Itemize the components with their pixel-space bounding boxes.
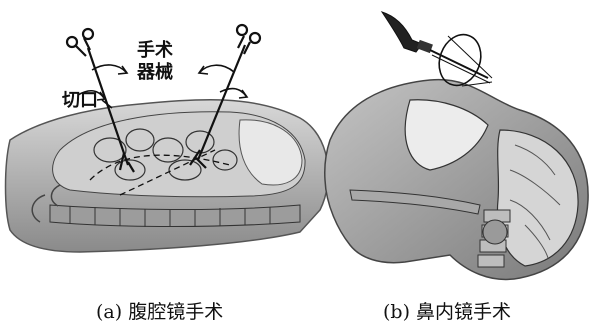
caption-laparoscopy: (a) 腹腔镜手术 xyxy=(96,297,223,324)
instruments-label-line2: 器械 xyxy=(137,64,173,82)
caption-endoscopy: (b) 鼻内镜手术 xyxy=(383,297,511,324)
incision-label: 切口 xyxy=(62,92,98,110)
endoscope-handle xyxy=(382,12,422,52)
cerebellum xyxy=(483,220,507,244)
endoscopy-illustration xyxy=(325,12,588,279)
instruments-label-line1: 手术 xyxy=(137,42,173,60)
